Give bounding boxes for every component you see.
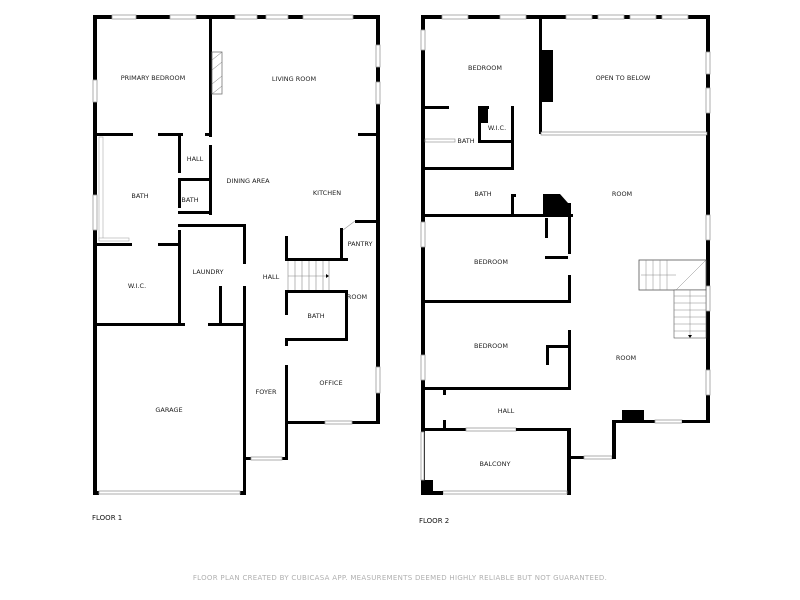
floor2-plan: [420, 14, 711, 495]
room-label-pantry: PANTRY: [348, 240, 373, 248]
room-label-bath-center: BATH: [307, 312, 324, 320]
room-label-wic: W.I.C.: [128, 282, 146, 290]
room-label-primary-bedroom: PRIMARY BEDROOM: [121, 74, 185, 82]
room-label-room: ROOM: [347, 293, 367, 301]
room-label-balcony: BALCONY: [479, 460, 510, 468]
room-label-bath-left: BATH: [131, 192, 148, 200]
room-label-office: OFFICE: [319, 379, 342, 387]
room-label-open-to-below: OPEN TO BELOW: [596, 74, 651, 82]
room-label-bath-lower: BATH: [474, 190, 491, 198]
floor2-label: FLOOR 2: [419, 517, 450, 525]
room-label-foyer: FOYER: [255, 388, 277, 396]
room-label-room-upper: ROOM: [612, 190, 632, 198]
room-label-bedroom-top: BEDROOM: [468, 64, 502, 72]
room-label-bedroom-lower: BEDROOM: [474, 342, 508, 350]
room-label-bath-small: BATH: [181, 196, 198, 204]
floor1-plan: [92, 14, 381, 495]
room-label-bedroom-middle: BEDROOM: [474, 258, 508, 266]
room-label-room-lower: ROOM: [616, 354, 636, 362]
room-label-laundry: LAUNDRY: [193, 268, 224, 276]
floor1-label: FLOOR 1: [92, 514, 123, 522]
room-label-hall: HALL: [498, 407, 515, 415]
disclaimer-footer: FLOOR PLAN CREATED BY CUBICASA APP. MEAS…: [192, 574, 608, 582]
room-label-wic: W.I.C.: [488, 124, 506, 132]
room-label-bath-upper: BATH: [457, 137, 474, 145]
room-label-garage: GARAGE: [155, 406, 182, 414]
room-label-hall-center: HALL: [263, 273, 280, 281]
room-label-dining-area: DINING AREA: [226, 177, 270, 185]
room-label-kitchen: KITCHEN: [313, 189, 341, 197]
room-label-living-room: LIVING ROOM: [272, 75, 316, 83]
room-label-hall-upper: HALL: [187, 155, 204, 163]
